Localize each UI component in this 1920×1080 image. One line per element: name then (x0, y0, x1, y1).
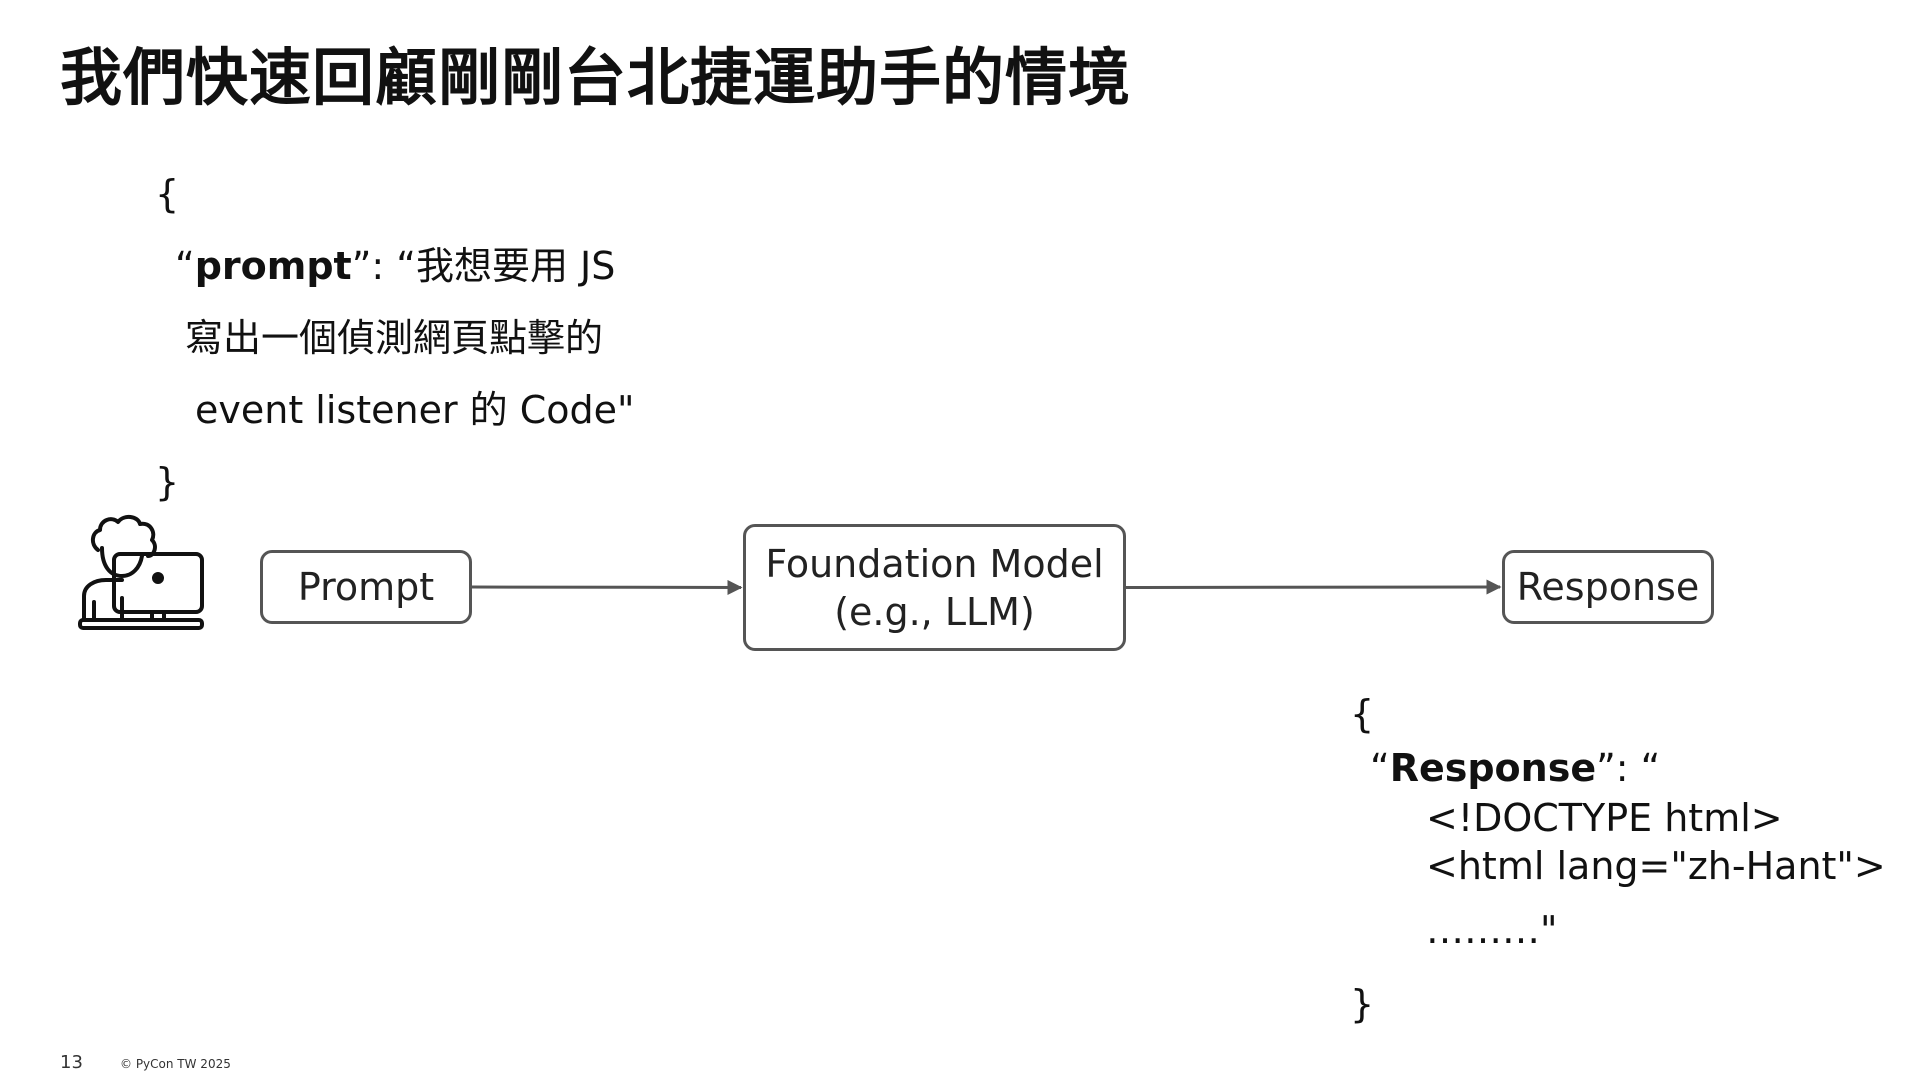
prompt-close-brace: } (155, 460, 180, 504)
response-key-line: “Response”: “ (1370, 744, 1660, 792)
prompt-key-line: “prompt”: “我想要用 JS (175, 242, 615, 290)
node-response: Response (1502, 550, 1714, 624)
response-key-close: ”: “ (1596, 746, 1661, 790)
prompt-code-block: { “prompt”: “我想要用 JS 寫出一個偵測網頁點擊的 event l… (155, 170, 675, 510)
slide-title: 我們快速回顧剛剛台北捷運助手的情境 (60, 41, 1132, 114)
prompt-key-open-quote: “ (175, 244, 195, 288)
response-key: Response (1389, 746, 1597, 790)
response-line-3: ………" (1426, 908, 1558, 952)
response-open-brace: { (1350, 692, 1375, 736)
response-code-block: { “Response”: “ <!DOCTYPE html> <html la… (1350, 690, 1910, 1030)
node-response-label: Response (1516, 565, 1700, 609)
node-prompt-label: Prompt (297, 565, 435, 609)
prompt-open-brace: { (155, 172, 180, 216)
edge-model-to-response (1125, 579, 1502, 595)
edge-prompt-to-model (471, 579, 743, 595)
prompt-line-3: event listener 的 Code" (195, 388, 635, 432)
prompt-key: prompt (194, 244, 352, 288)
response-close-brace: } (1350, 982, 1375, 1026)
person-at-computer-icon (78, 515, 204, 630)
response-line-2: <html lang="zh-Hant"> (1426, 844, 1886, 888)
prompt-line-2: 寫出一個偵測網頁點擊的 (185, 316, 604, 360)
response-line-1: <!DOCTYPE html> (1426, 796, 1783, 840)
prompt-key-close: ”: “ (351, 244, 416, 288)
node-foundation-model: Foundation Model (e.g., LLM) (743, 524, 1126, 651)
prompt-line-1: 我想要用 JS (415, 244, 616, 288)
page-number: 13 (60, 1052, 83, 1073)
node-prompt: Prompt (260, 550, 472, 624)
copyright-text: © PyCon TW 2025 (120, 1057, 231, 1071)
response-key-open-quote: “ (1370, 746, 1390, 790)
node-foundation-model-label: Foundation Model (e.g., LLM) (765, 541, 1104, 634)
